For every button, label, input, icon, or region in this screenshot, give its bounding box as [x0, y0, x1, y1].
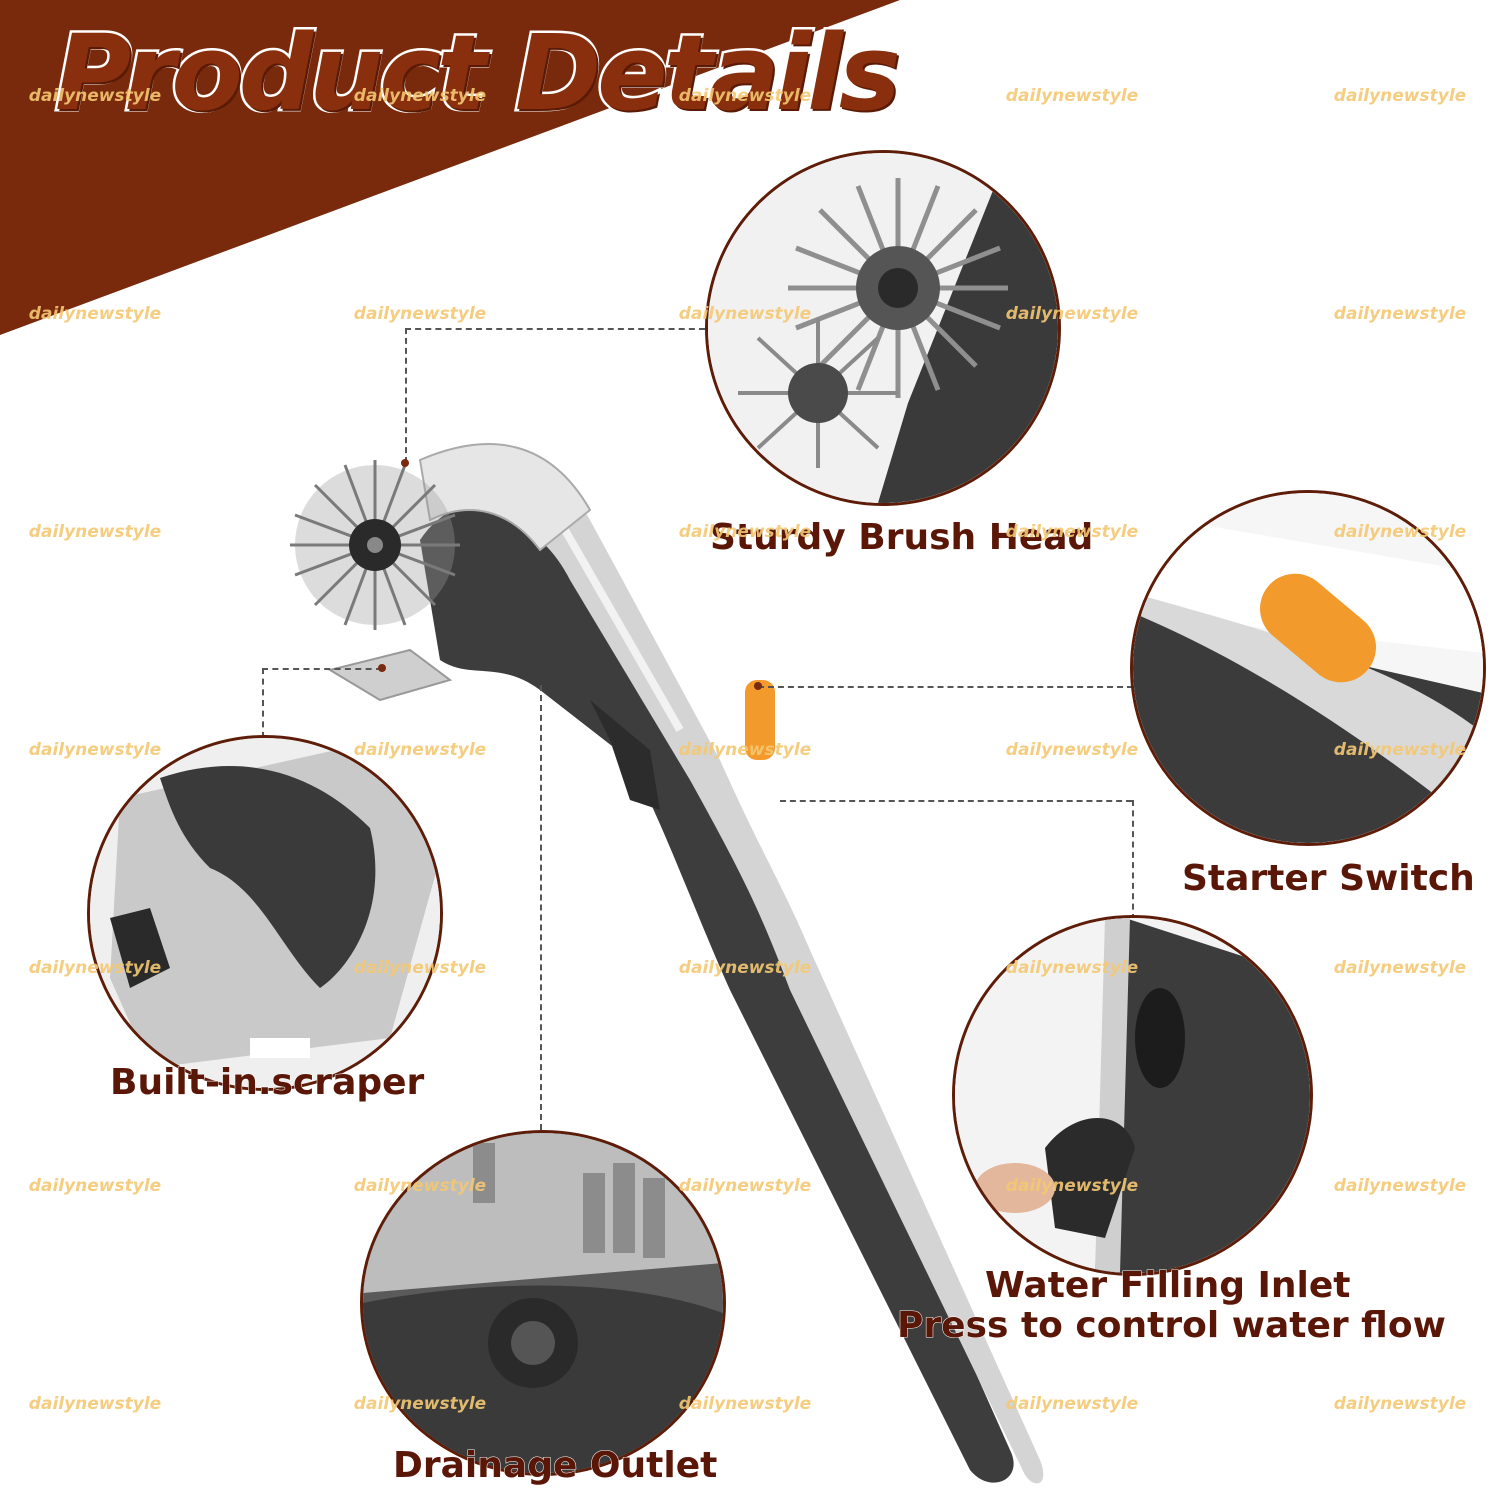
watermark: dailynewstyle	[1333, 304, 1467, 324]
watermark: dailynewstyle	[678, 740, 812, 760]
watermark: dailynewstyle	[1333, 1176, 1467, 1196]
scraper-label: Built-in.scraper	[109, 1062, 425, 1104]
water-inlet-detail-icon	[952, 915, 1313, 1276]
starter-switch-label: Starter Switch	[1182, 858, 1476, 900]
watermark: dailynewstyle	[28, 958, 162, 978]
header-banner	[0, 0, 900, 335]
page-title: Product Details	[53, 10, 904, 137]
brush-head-label: Sturdy Brush Head	[709, 517, 1094, 559]
dot-brush	[401, 459, 409, 467]
watermark: dailynewstyle	[353, 740, 487, 760]
watermark: dailynewstyle	[678, 1394, 812, 1414]
watermark: dailynewstyle	[28, 304, 162, 324]
drainage-outlet-detail-icon	[360, 1130, 726, 1476]
watermark: dailynewstyle	[678, 958, 812, 978]
watermark: dailynewstyle	[353, 304, 487, 324]
watermark: dailynewstyle	[678, 86, 812, 106]
watermark: dailynewstyle	[353, 958, 487, 978]
watermark: dailynewstyle	[28, 740, 162, 760]
dot-scraper	[378, 664, 386, 672]
watermark: dailynewstyle	[1333, 958, 1467, 978]
watermark: dailynewstyle	[1005, 958, 1139, 978]
watermark: dailynewstyle	[353, 1176, 487, 1196]
watermark: dailynewstyle	[678, 304, 812, 324]
watermark: dailynewstyle	[28, 522, 162, 542]
watermark: dailynewstyle	[1005, 1176, 1139, 1196]
leader-inlet-v	[1132, 800, 1134, 920]
scraper-detail-icon	[87, 735, 443, 1091]
brush-head-detail-icon	[705, 150, 1061, 506]
water-inlet-label-line1: Water Filling Inlet	[985, 1265, 1352, 1307]
drainage-label: Drainage Outlet	[392, 1445, 718, 1487]
watermark: dailynewstyle	[28, 1394, 162, 1414]
watermark: dailynewstyle	[1333, 522, 1467, 542]
watermark: dailynewstyle	[1005, 522, 1139, 542]
leader-brush-h	[405, 328, 705, 330]
leader-brush-v	[405, 328, 407, 463]
leader-scraper-h	[262, 668, 382, 670]
leader-drain-v	[540, 685, 542, 1130]
watermark: dailynewstyle	[1005, 86, 1139, 106]
watermark: dailynewstyle	[1005, 304, 1139, 324]
watermark: dailynewstyle	[1333, 86, 1467, 106]
watermark: dailynewstyle	[1333, 1394, 1467, 1414]
watermark: dailynewstyle	[678, 1176, 812, 1196]
dot-switch	[754, 682, 762, 690]
leader-switch-h	[758, 686, 1133, 688]
starter-switch-detail-icon	[1130, 490, 1486, 846]
watermark: dailynewstyle	[353, 86, 487, 106]
watermark: dailynewstyle	[1005, 1394, 1139, 1414]
watermark: dailynewstyle	[1333, 740, 1467, 760]
watermark: dailynewstyle	[353, 1394, 487, 1414]
watermark: dailynewstyle	[28, 86, 162, 106]
leader-inlet-h	[780, 800, 1132, 802]
watermark: dailynewstyle	[678, 522, 812, 542]
grill-brush-product-image	[290, 443, 1044, 1484]
water-inlet-label-line2: Press to control water flow	[897, 1305, 1447, 1347]
watermark: dailynewstyle	[28, 1176, 162, 1196]
leader-scraper-v	[262, 668, 264, 738]
watermark: dailynewstyle	[1005, 740, 1139, 760]
